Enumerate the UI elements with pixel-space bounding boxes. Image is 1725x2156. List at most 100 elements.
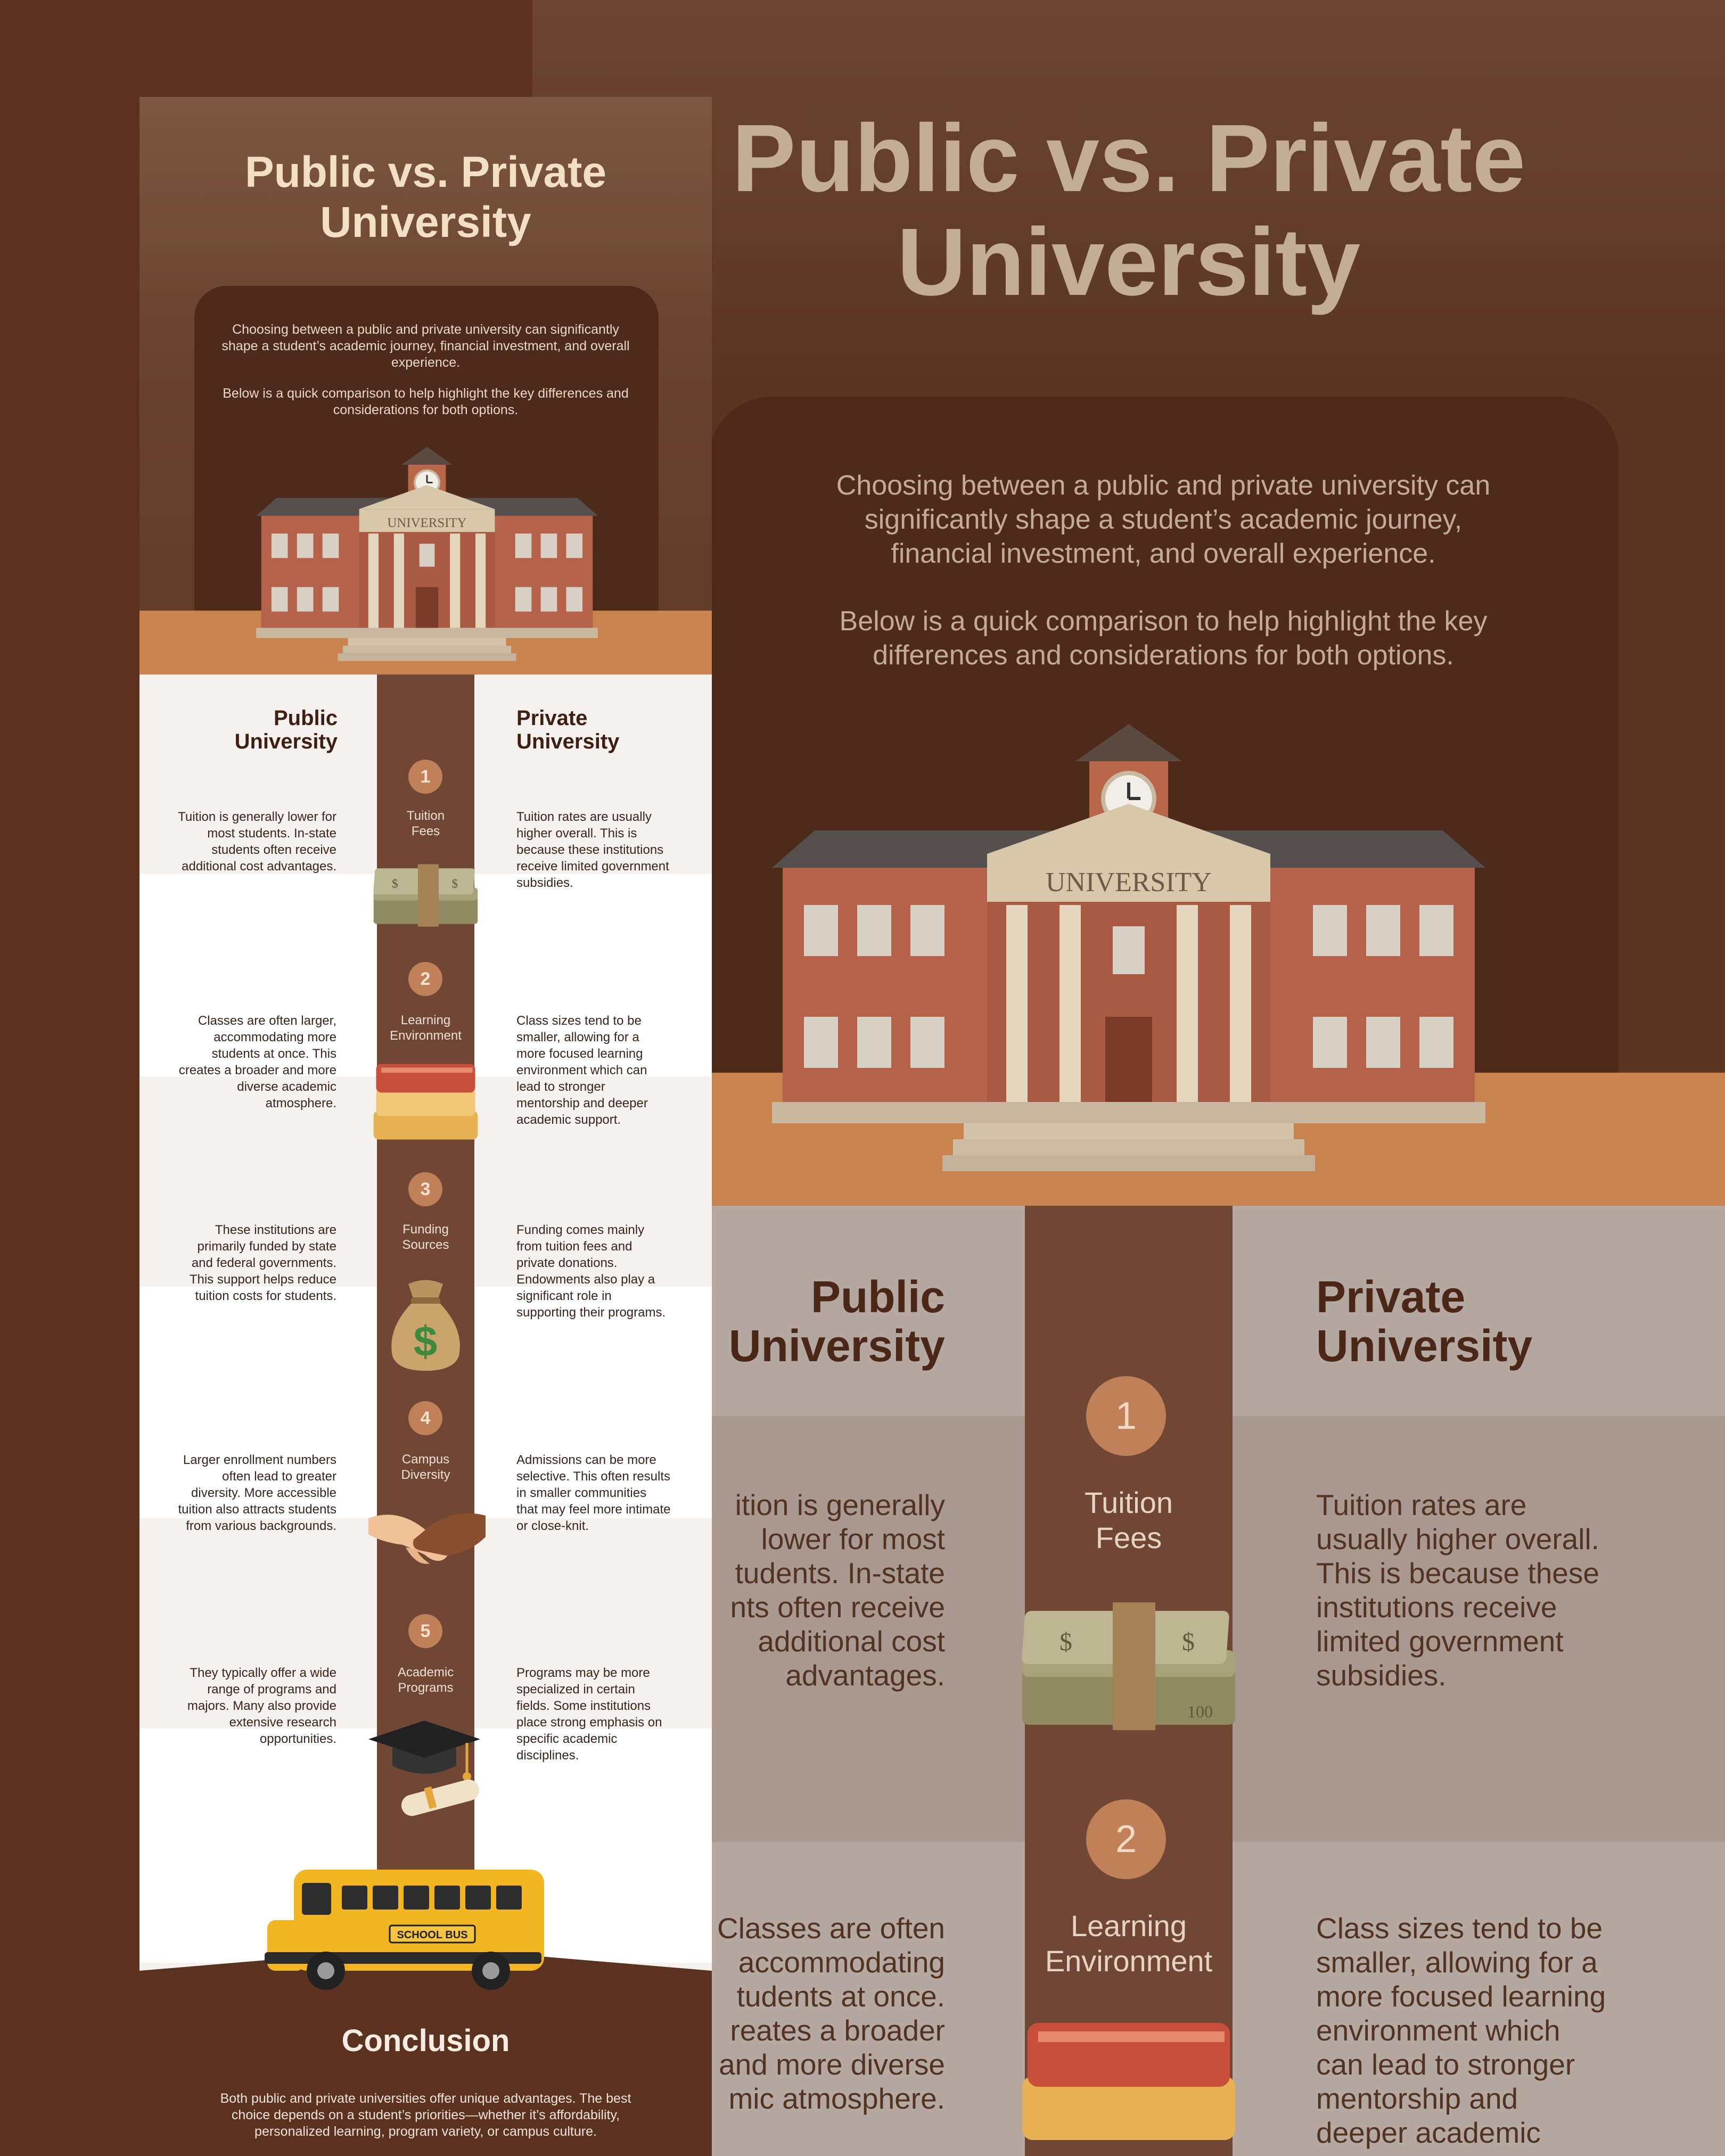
graduation-cap-icon xyxy=(368,1721,480,1816)
zoom-intro-line: significantly shape a student’s academic… xyxy=(864,504,1463,535)
label-line: Academic xyxy=(397,1665,454,1680)
zoom-heading-line: University xyxy=(1316,1321,1533,1371)
zoom-text-line: more focused learning xyxy=(1316,1980,1606,2013)
zoom-text-line: reates a broader xyxy=(730,2014,945,2047)
zoom-step-label-1: Tuition Fees xyxy=(1025,1485,1233,1556)
infographic-card: Public vs. Private University Choosing b… xyxy=(139,97,712,2156)
zoom-step-number-2: 2 xyxy=(1086,1799,1166,1879)
zoom-text-line: limited government xyxy=(1316,1625,1564,1658)
label-line: Fees xyxy=(411,824,440,838)
heading-line: University xyxy=(516,730,620,753)
zoom-step-number-1: 1 xyxy=(1086,1376,1166,1456)
zoom-text-line: can lead to stronger xyxy=(1316,2048,1575,2081)
label-line: Diversity xyxy=(401,1468,450,1482)
zoom-text-line: mentorship and xyxy=(1316,2082,1518,2115)
step-label-4: Campus Diversity xyxy=(377,1452,474,1483)
zoom-page-title: Public vs. Private University xyxy=(532,106,1725,314)
zoom-text-line: deeper academic xyxy=(1316,2116,1541,2149)
public-text-1: Tuition is generally lower for most stud… xyxy=(178,810,336,874)
step-label-1: Tuition Fees xyxy=(377,808,474,839)
step-label-2: Learning Environment xyxy=(377,1013,474,1043)
zoom-heading-line: Public xyxy=(810,1272,945,1322)
zoom-step-label-2: Learning Environment xyxy=(1025,1908,1233,1979)
zoom-private-text-1: Tuition rates are usually higher overall… xyxy=(1316,1488,1657,1692)
zoom-text-line: nts often receive xyxy=(730,1591,945,1624)
private-text-5: Programs may be more specialized in cert… xyxy=(516,1666,662,1763)
zoom-text-line: This is because these xyxy=(1316,1557,1599,1590)
zoom-text-line: ition is generally xyxy=(735,1488,945,1521)
zoom-text-line: advantages. xyxy=(785,1659,945,1692)
svg-text:$: $ xyxy=(451,877,458,891)
money-stack-icon: $ $ xyxy=(373,864,478,927)
private-text-2: Class sizes tend to be smaller, allowing… xyxy=(516,1014,648,1127)
svg-text:$: $ xyxy=(414,1318,438,1365)
zoom-text-line: smaller, allowing for a xyxy=(1316,1946,1598,1979)
zoom-text-line: institutions receive xyxy=(1316,1591,1557,1624)
conclusion-title: Conclusion xyxy=(341,2023,510,2058)
zoom-text-line: lower for most xyxy=(761,1523,945,1556)
step-label-5: Academic Programs xyxy=(377,1665,474,1696)
zoom-intro-paragraph-2: Below is a quick comparison to help high… xyxy=(708,604,1619,672)
svg-text:$: $ xyxy=(1182,1628,1195,1656)
zoom-text-line: mic atmosphere. xyxy=(728,2082,945,2115)
bus-label: SCHOOL BUS xyxy=(397,1929,468,1941)
private-text-4: Admissions can be more selective. This o… xyxy=(516,1453,671,1533)
zoom-title-line-1: Public vs. Private xyxy=(732,105,1526,212)
step-number-4: 4 xyxy=(408,1401,442,1435)
zoom-text-line: usually higher overall. xyxy=(1316,1523,1599,1556)
zoom-heading-line: Private xyxy=(1316,1272,1466,1322)
public-text-3: These institutions are primarily funded … xyxy=(189,1223,336,1303)
university-building-icon: UNIVERSITY xyxy=(256,447,598,661)
zoom-public-text-1: ition is generally lower for most tudent… xyxy=(692,1488,945,1692)
zoom-building-sign: UNIVERSITY xyxy=(1046,867,1212,898)
zoom-text-line: Classes are often xyxy=(717,1912,945,1945)
private-text-3: Funding comes mainly from tuition fees a… xyxy=(516,1223,666,1320)
step-number-5: 5 xyxy=(408,1614,442,1648)
public-text-5: They typically offer a wide range of pro… xyxy=(187,1666,336,1746)
zoom-intro-line: Choosing between a public and private un… xyxy=(836,470,1491,501)
heading-line: University xyxy=(234,730,338,753)
zoom-text-line: tudents at once. xyxy=(736,1980,945,2013)
conclusion-section xyxy=(139,1971,712,2156)
card-intro-paragraph-1: Choosing between a public and private un… xyxy=(221,322,630,370)
zoom-label-line: Fees xyxy=(1095,1521,1162,1554)
public-text-4: Larger enrollment numbers often lead to … xyxy=(178,1453,337,1533)
zoom-text-line: environment which xyxy=(1316,2014,1560,2047)
label-line: Tuition xyxy=(406,809,445,823)
zoom-intro-line: financial investment, and overall experi… xyxy=(891,538,1436,569)
building-sign: UNIVERSITY xyxy=(387,516,466,530)
card-title-line-2: University xyxy=(320,198,531,246)
zoom-intro-paragraph-1: Choosing between a public and private un… xyxy=(708,468,1619,571)
heading-line: Private xyxy=(516,706,588,730)
zoom-text-line: subsidies. xyxy=(1316,1659,1447,1692)
zoom-label-line: Tuition xyxy=(1084,1486,1173,1519)
zoom-label-line: Learning xyxy=(1071,1909,1187,1943)
card-title-line-1: Public vs. Private xyxy=(244,148,607,196)
svg-text:$: $ xyxy=(1059,1628,1072,1656)
school-bus-icon: SCHOOL BUS xyxy=(265,1870,544,1990)
card-intro-paragraph-2: Below is a quick comparison to help high… xyxy=(223,386,629,417)
zoom-title-line-2: University xyxy=(897,209,1361,316)
zoom-public-heading: Public University xyxy=(692,1272,945,1370)
zoom-text-line: Tuition rates are xyxy=(1316,1488,1527,1521)
handshake-icon xyxy=(368,1513,486,1564)
zoom-text-line: and more diverse xyxy=(719,2048,945,2081)
label-line: Programs xyxy=(398,1681,454,1695)
label-line: Sources xyxy=(402,1238,449,1252)
step-number-1: 1 xyxy=(408,760,442,794)
zoom-label-line: Environment xyxy=(1045,1944,1213,1978)
books-icon xyxy=(373,1064,478,1140)
svg-text:$: $ xyxy=(392,877,398,891)
zoom-intro-line: differences and considerations for both … xyxy=(873,640,1454,671)
zoom-money-stack-icon: $ $ 100 xyxy=(1022,1602,1235,1730)
zoom-private-text-2: Class sizes tend to be smaller, allowing… xyxy=(1316,1911,1657,2150)
heading-line: Public xyxy=(273,706,338,730)
zoom-university-building-icon: UNIVERSITY xyxy=(772,724,1485,1171)
card-title: Public vs. Private University xyxy=(139,147,712,248)
svg-text:100: 100 xyxy=(1187,1702,1213,1721)
step-label-3: Funding Sources xyxy=(377,1222,474,1253)
label-line: Environment xyxy=(390,1028,462,1043)
zoom-intro-line: Below is a quick comparison to help high… xyxy=(839,606,1488,637)
label-line: Funding xyxy=(402,1222,449,1237)
label-line: Campus xyxy=(401,1452,450,1467)
